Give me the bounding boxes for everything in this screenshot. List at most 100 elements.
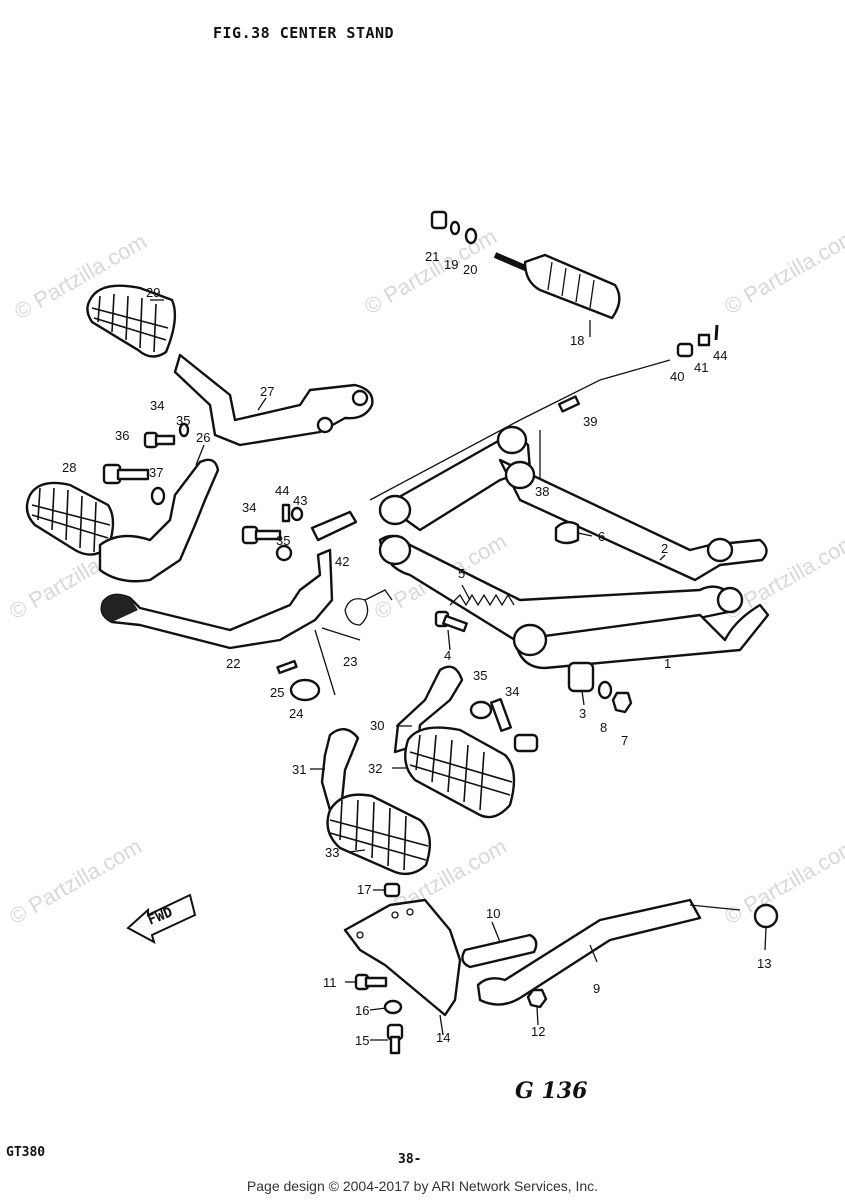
callout-20: 20 bbox=[463, 262, 477, 277]
callout-30: 30 bbox=[370, 718, 384, 733]
stand-lever-22[interactable] bbox=[100, 548, 334, 650]
watermark-7: © Partzilla.com bbox=[5, 834, 146, 930]
callout-34-upper: 34 bbox=[150, 398, 164, 413]
callout-40: 40 bbox=[670, 369, 684, 384]
bolt-11[interactable] bbox=[354, 973, 388, 991]
forward-arrow-icon: FWD bbox=[126, 893, 197, 945]
callout-7: 7 bbox=[621, 733, 628, 748]
callout-38: 38 bbox=[535, 484, 549, 499]
washer-8[interactable] bbox=[597, 680, 613, 700]
nut-17[interactable] bbox=[383, 882, 401, 898]
rod-42[interactable] bbox=[310, 510, 358, 542]
bracket-plate-14[interactable] bbox=[343, 898, 462, 1017]
spring-5[interactable] bbox=[449, 593, 515, 607]
spring-23[interactable] bbox=[344, 589, 393, 626]
nut-7[interactable] bbox=[611, 691, 633, 714]
footpeg-rubber-32[interactable] bbox=[404, 726, 516, 819]
figure-title: FIG.38 CENTER STAND bbox=[213, 24, 395, 42]
bolt-15[interactable] bbox=[386, 1023, 404, 1055]
watermark-3: © Partzilla.com bbox=[720, 224, 845, 320]
bracket-26[interactable] bbox=[98, 458, 220, 583]
callout-32: 32 bbox=[368, 761, 382, 776]
callout-25: 25 bbox=[270, 685, 284, 700]
callout-44-right: 44 bbox=[713, 348, 727, 363]
model-label: GT380 bbox=[6, 1145, 46, 1160]
leader-lines bbox=[150, 299, 767, 1041]
callout-12: 12 bbox=[531, 1024, 545, 1039]
callout-35-lower: 35 bbox=[473, 668, 487, 683]
callout-27: 27 bbox=[260, 384, 274, 399]
pin-44[interactable] bbox=[281, 503, 291, 523]
callout-34-lower: 34 bbox=[505, 684, 519, 699]
callout-35-upper: 35 bbox=[176, 413, 190, 428]
callout-17: 17 bbox=[357, 882, 371, 897]
callout-24: 24 bbox=[289, 706, 303, 721]
bolt-36[interactable] bbox=[102, 463, 150, 485]
callout-15: 15 bbox=[355, 1033, 369, 1048]
watermark-2: © Partzilla.com bbox=[360, 224, 501, 320]
callout-10: 10 bbox=[486, 906, 500, 921]
drawing-code: G 136 bbox=[515, 1078, 588, 1104]
bracket-31[interactable] bbox=[320, 728, 360, 812]
watermark-9: © Partzilla.com bbox=[720, 834, 845, 930]
callout-33: 33 bbox=[325, 845, 339, 860]
clip-43[interactable] bbox=[290, 506, 304, 522]
washer-35-upper[interactable] bbox=[178, 422, 190, 438]
washer-37[interactable] bbox=[150, 486, 166, 506]
footrest-right-18[interactable] bbox=[493, 252, 621, 320]
callout-34-mid: 34 bbox=[242, 500, 256, 515]
callout-26: 26 bbox=[196, 430, 210, 445]
footpeg-rubber-29[interactable] bbox=[86, 284, 177, 358]
callout-31: 31 bbox=[292, 762, 306, 777]
bolt-4[interactable] bbox=[434, 610, 468, 633]
callout-8: 8 bbox=[600, 720, 607, 735]
washer-35-mid[interactable] bbox=[275, 544, 293, 562]
callout-6: 6 bbox=[598, 529, 605, 544]
callout-29: 29 bbox=[146, 285, 160, 300]
footpeg-rubber-33[interactable] bbox=[326, 793, 432, 876]
bushing-3[interactable] bbox=[567, 661, 595, 693]
callout-5: 5 bbox=[458, 566, 465, 581]
center-stand-frame-2[interactable] bbox=[378, 425, 768, 657]
washer-41[interactable] bbox=[697, 333, 711, 347]
nut-12[interactable] bbox=[526, 988, 548, 1009]
washer-19[interactable] bbox=[449, 220, 461, 236]
callout-9: 9 bbox=[593, 981, 600, 996]
callout-1: 1 bbox=[664, 656, 671, 671]
washer-20[interactable] bbox=[464, 227, 478, 245]
callout-3: 3 bbox=[579, 706, 586, 721]
callout-36: 36 bbox=[115, 428, 129, 443]
callout-2: 2 bbox=[661, 541, 668, 556]
callout-18: 18 bbox=[570, 333, 584, 348]
callout-23: 23 bbox=[343, 654, 357, 669]
callout-28: 28 bbox=[62, 460, 76, 475]
callouts: 29 27 34 35 36 26 37 28 44 43 34 35 42 2… bbox=[62, 249, 771, 1048]
pin-25[interactable] bbox=[276, 659, 298, 675]
nut-21[interactable] bbox=[430, 210, 448, 230]
callout-21: 21 bbox=[425, 249, 439, 264]
washer-16[interactable] bbox=[383, 999, 403, 1015]
washer-35-lower[interactable] bbox=[469, 700, 493, 720]
pin-10[interactable] bbox=[461, 933, 538, 969]
stopper-6[interactable] bbox=[554, 520, 580, 545]
callout-43: 43 bbox=[293, 493, 307, 508]
bolt-34-upper[interactable] bbox=[143, 431, 176, 449]
callout-44-left: 44 bbox=[275, 483, 289, 498]
callout-39: 39 bbox=[583, 414, 597, 429]
rubber-13[interactable] bbox=[753, 903, 779, 929]
callout-37: 37 bbox=[149, 465, 163, 480]
pin-44-right[interactable] bbox=[714, 324, 719, 341]
callout-16: 16 bbox=[355, 1003, 369, 1018]
callout-13: 13 bbox=[757, 956, 771, 971]
callout-42: 42 bbox=[335, 554, 349, 569]
bolt-34-lower[interactable] bbox=[489, 697, 539, 753]
bracket-30[interactable] bbox=[393, 665, 464, 754]
bolt-34-mid[interactable] bbox=[241, 525, 282, 545]
callout-19: 19 bbox=[444, 257, 458, 272]
callout-11: 11 bbox=[323, 975, 337, 990]
callout-41: 41 bbox=[694, 360, 708, 375]
collar-24[interactable] bbox=[289, 678, 321, 702]
nut-40[interactable] bbox=[676, 342, 694, 358]
cable-39[interactable] bbox=[369, 359, 671, 501]
side-stand-9[interactable] bbox=[476, 898, 702, 1006]
